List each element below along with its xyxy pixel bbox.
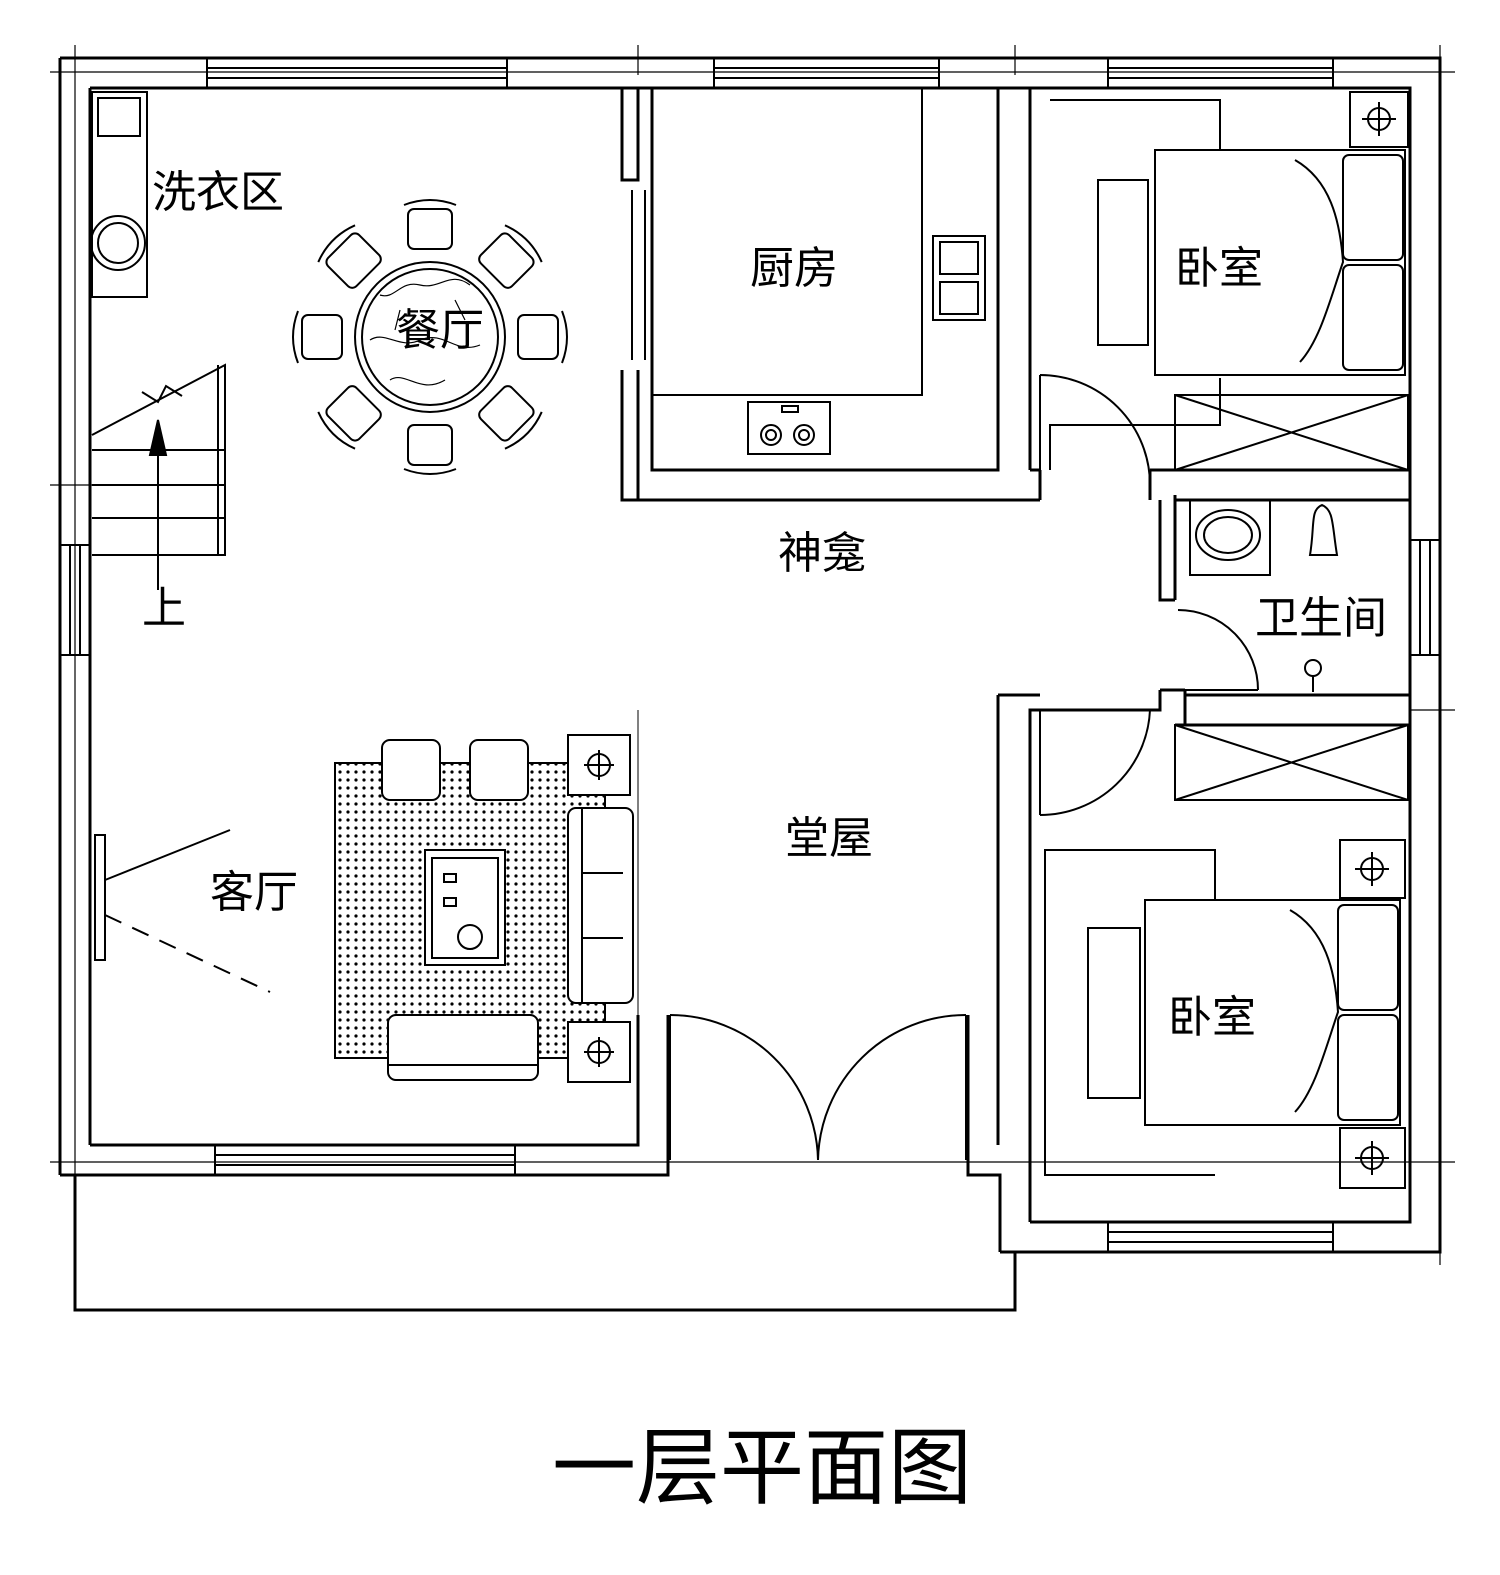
interior-walls — [620, 88, 1410, 1222]
bedroom-top-furniture — [1049, 91, 1409, 471]
dining-chair — [403, 424, 457, 475]
bathroom-fixtures — [1189, 499, 1339, 692]
axis-lines — [50, 45, 1455, 1265]
laundry-fixtures — [90, 91, 148, 298]
room-labels: 洗衣区 餐厅 厨房 卧室 神龛 卫生间 上 堂屋 客厅 卧室 — [142, 167, 1387, 1043]
doors — [631, 190, 1259, 1161]
dining-table-set — [292, 199, 568, 475]
label-hall: 堂屋 — [785, 813, 873, 864]
kitchen-fixtures — [652, 88, 986, 455]
exterior-walls — [58, 56, 1442, 1254]
label-bedroom-top: 卧室 — [1175, 243, 1263, 294]
label-kitchen: 厨房 — [750, 243, 838, 294]
dining-chair — [517, 310, 568, 364]
plan-title: 一层平面图 — [552, 1419, 972, 1517]
windows — [59, 57, 1441, 1253]
label-living: 客厅 — [210, 867, 298, 918]
bedroom-bottom-furniture — [1044, 724, 1409, 1189]
label-dining: 餐厅 — [396, 305, 484, 356]
dining-chair — [317, 385, 382, 450]
label-bedroom-bottom: 卧室 — [1168, 992, 1256, 1043]
front-porch — [73, 1175, 1017, 1312]
living-room-furniture — [94, 734, 634, 1083]
label-bathroom: 卫生间 — [1255, 593, 1387, 644]
dining-chair — [403, 199, 457, 250]
label-laundry: 洗衣区 — [152, 167, 284, 218]
dining-chair — [317, 224, 382, 289]
label-shrine: 神龛 — [778, 528, 866, 579]
label-stairs-up: 上 — [142, 583, 186, 634]
staircase[interactable] — [91, 363, 226, 590]
dining-chair — [292, 310, 343, 364]
dining-chair — [478, 385, 543, 450]
dining-chair — [478, 224, 543, 289]
